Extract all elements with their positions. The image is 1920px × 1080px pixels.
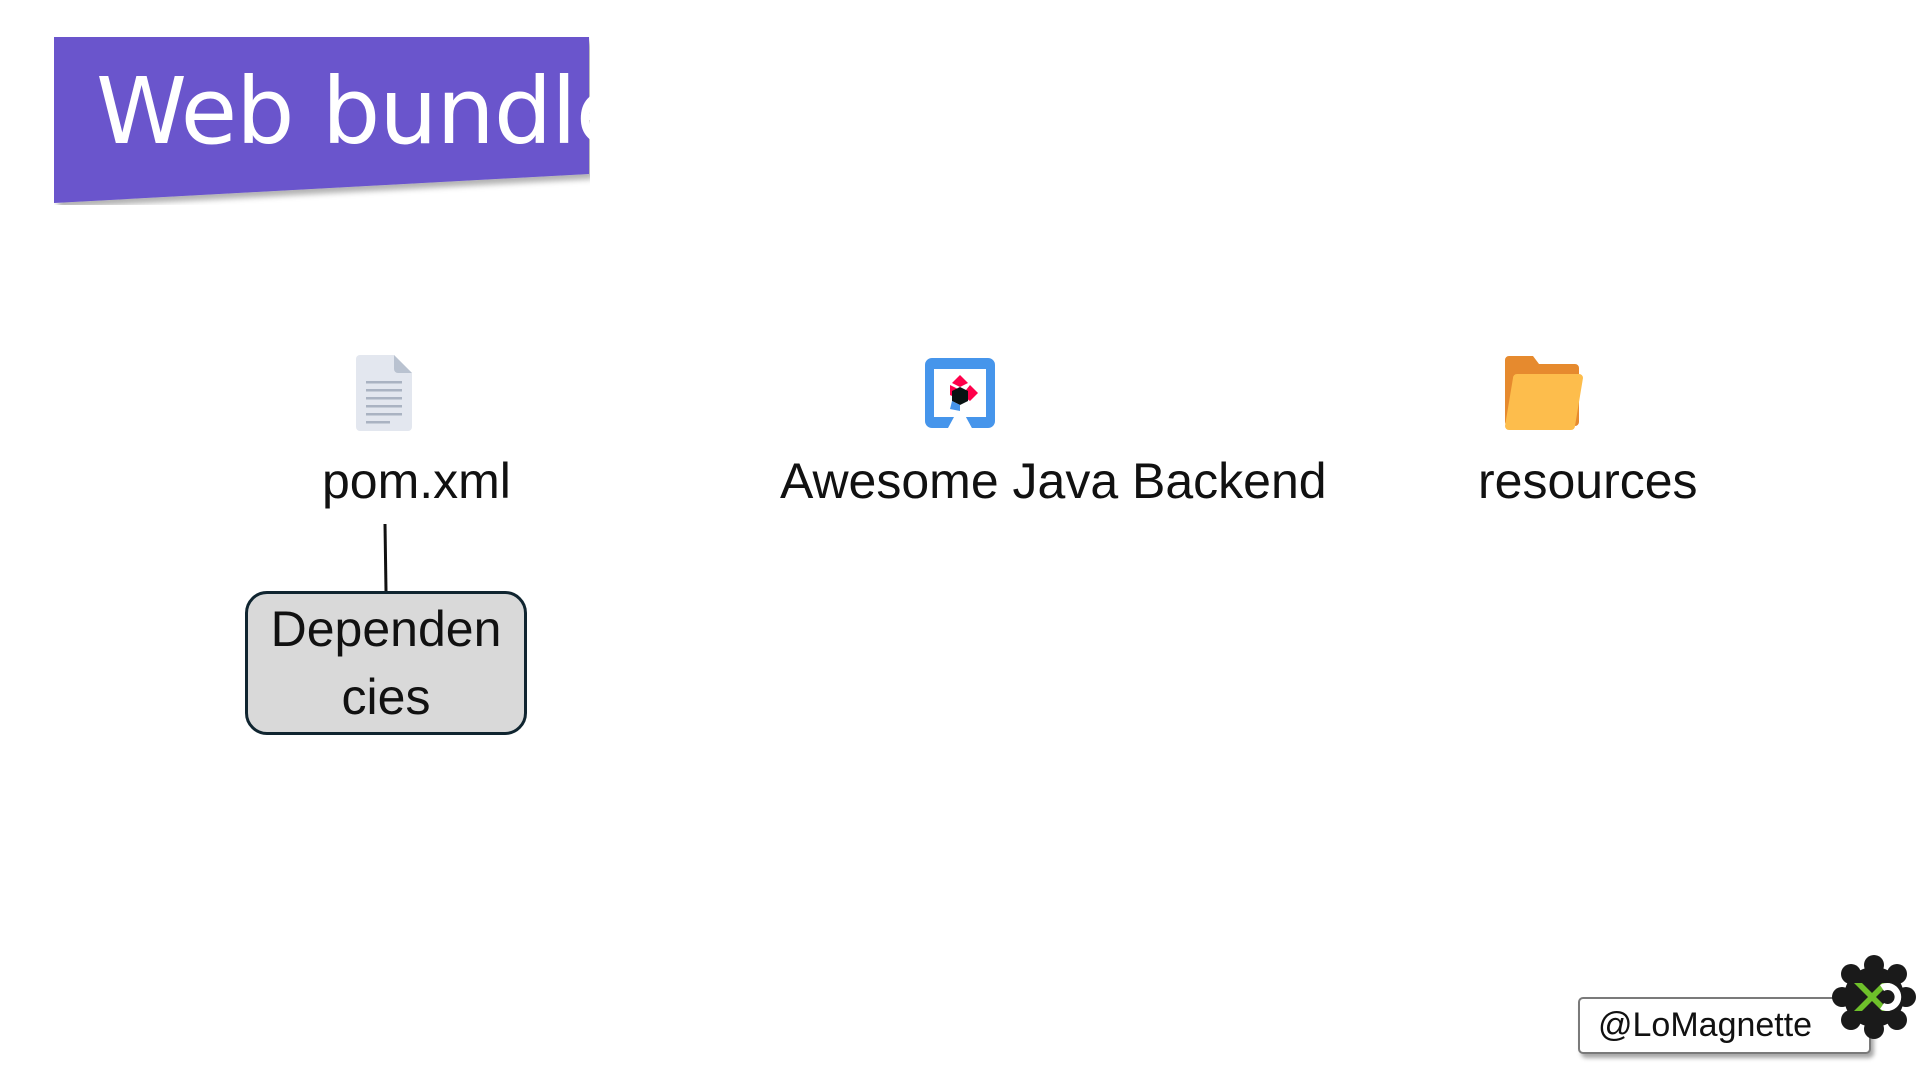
page-title: Web bundler (96, 58, 669, 165)
item-label-backend: Awesome Java Backend (780, 453, 1327, 509)
document-icon (356, 355, 412, 431)
author-handle: @LoMagnette (1598, 1006, 1813, 1044)
quarkus-logo-icon (925, 358, 995, 428)
dependencies-label: Dependencies (270, 601, 502, 725)
item-label-resources: resources (1478, 453, 1698, 509)
item-label-pom: pom.xml (322, 453, 511, 509)
gear-logo-icon (1832, 955, 1916, 1039)
title-banner: Web bundler (54, 37, 669, 205)
author-handle-box: @LoMagnette (1578, 997, 1871, 1054)
folder-icon (1505, 356, 1583, 430)
dependencies-box: Dependencies (245, 591, 527, 735)
title-banner-shape (54, 37, 589, 203)
